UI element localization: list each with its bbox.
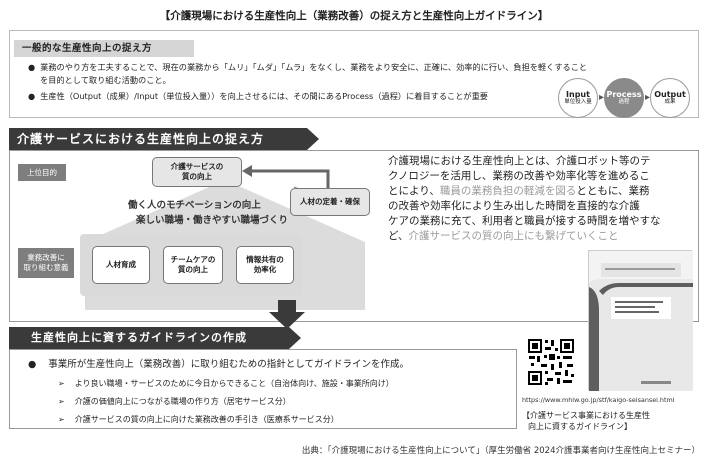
team-care-box: チームケアの 質の向上 (163, 246, 223, 284)
workplace-text: 楽しい職場・働きやすい職場づくり (136, 215, 289, 226)
general-productivity-title: 一般的な生産性向上の捉え方 (14, 40, 194, 57)
guideline-item-1: ➢より良い職場・サービスのために今日からできること（自治体向け、施設・事業所向け… (58, 379, 394, 388)
arrow-bullet-icon: ➢ (58, 379, 65, 388)
definition-line-1: 介護現場における生産性向上とは、介護ロボット等のテ (388, 155, 651, 167)
definition-line-6: ど、介護サービスの質の向上にも繋げていくこと (388, 230, 619, 242)
guideline-item-3: ➢介護サービスの質の向上に向けた業務改善の手引き（医療系サービス分） (58, 415, 339, 424)
staff-retention-box: 人材の定着・確保 (290, 188, 370, 216)
booklet-cover-art (589, 251, 693, 391)
bullet-1-line-1: 業務のやり方を工夫することで、現在の業務から「ムリ」「ムダ」「ムラ」をなくし、業… (40, 62, 588, 72)
process-sub-label: 過程 (618, 99, 630, 105)
feedback-arrow-icon (242, 165, 330, 189)
arrow-right-icon: ▸ (645, 92, 651, 103)
source-footer: 出典：「介護現場における生産性向上について」（厚生労働省 2024介護事業者向け… (301, 446, 700, 456)
input-circle: Input 単位投入量 (558, 78, 598, 118)
team-care-line-1: チームケアの (170, 255, 216, 264)
definition-line-4: の改善や効率化により生み出した時間を直接的な介護 (388, 200, 640, 212)
highlight-burden-reduction: 職員の業務負担の軽減を図る (439, 185, 577, 197)
definition-line-2: クノロジーを活用し、業務の改善や効率化等を進めるこ (388, 170, 650, 182)
improvement-significance-label: 業務改善に 取り組む意義 (18, 248, 74, 278)
process-circle: Process 過程 (604, 78, 644, 118)
guideline-section (9, 349, 517, 429)
banner-arrow-icon (307, 128, 319, 150)
down-arrow-icon (269, 300, 305, 329)
bullet-1-line-2: を目的として取り組む活動のこと。 (40, 75, 171, 85)
team-care-line-2: 質の向上 (178, 265, 208, 274)
bullet-1: ● 業務のやり方を工夫することで、現在の業務から「ムリ」「ムダ」「ムラ」をなくし、… (28, 61, 690, 74)
guideline-main: ● 事業所が生産性向上（業務改善）に取り組むための指針としてガイドラインを作成。 (28, 356, 508, 370)
input-label: Input (566, 90, 590, 99)
guideline-booklet-cover (588, 250, 693, 391)
info-sharing-line-1: 情報共有の (246, 255, 284, 264)
upper-purpose-label: 上位目的 (18, 164, 66, 181)
arrow-bullet-icon: ➢ (58, 415, 65, 424)
output-circle: Output 成果 (650, 78, 690, 118)
bullet-2: ● 生産性（Output（成果）/Input（単位投入量））を向上させるには、その… (28, 90, 548, 103)
guideline-item-2: ➢介護の価値向上につながる職場の作り方（居宅サービス分） (58, 397, 291, 406)
guideline-banner: 生産性向上に資するガイドラインの作成 (9, 327, 289, 349)
banner-arrow-icon (289, 327, 301, 349)
booklet-caption-line-2: 向上に資するガイドライン】 (528, 422, 632, 431)
booklet-caption: 【介護サービス事業における生産性 向上に資するガイドライン】 (522, 410, 702, 432)
bullet-dot-icon: ● (28, 359, 37, 370)
arrow-right-icon: ▸ (599, 92, 605, 103)
booklet-caption-line-1: 【介護サービス事業における生産性 (522, 411, 650, 420)
page-title: 【介護現場における生産性向上（業務改善）の捉え方と生産性向上ガイドライン】 (159, 10, 549, 22)
definition-line-5: ケアの業務に充て、利用者と職員が接する時間を増やすな (388, 215, 661, 227)
guideline-url[interactable]: https://www.mhlw.go.jp/stf/kaigo-seisans… (522, 396, 675, 404)
input-sub-label: 単位投入量 (564, 99, 592, 105)
output-label: Output (654, 90, 686, 99)
bullet-2-text: 生産性（Output（成果）/Input（単位投入量））を向上させるには、その間… (40, 91, 488, 101)
care-productivity-section (9, 150, 699, 322)
significance-line-2: 取り組む意義 (23, 263, 69, 272)
arrow-bullet-icon: ➢ (58, 397, 65, 406)
guideline-main-text: 事業所が生産性向上（業務改善）に取り組むための指針としてガイドラインを作成。 (48, 359, 410, 370)
service-quality-line-2: 質の向上 (182, 172, 212, 181)
definition-line-3: とにより、職員の業務負担の軽減を図るとともに、業務 (388, 185, 650, 197)
qr-code[interactable] (527, 338, 575, 386)
service-quality-box: 介護サービスの 質の向上 (152, 157, 242, 187)
motivation-text: 働く人のモチベーションの向上 (128, 200, 261, 211)
highlight-service-quality: 介護サービスの質の向上にも繋げていくこと (408, 230, 619, 242)
process-label: Process (606, 90, 642, 99)
general-productivity-section (9, 30, 699, 118)
care-productivity-banner: 介護サービスにおける生産性向上の捉え方 (9, 128, 307, 150)
significance-line-1: 業務改善に (27, 253, 65, 262)
hr-development-box: 人材育成 (92, 246, 150, 284)
service-quality-line-1: 介護サービスの (170, 162, 224, 171)
output-sub-label: 成果 (664, 99, 676, 105)
productivity-definition-text: 介護現場における生産性向上とは、介護ロボット等のテ クノロジーを活用し、業務の改… (388, 154, 688, 244)
info-sharing-line-2: 効率化 (253, 265, 277, 274)
bullet-dot-icon: ● (28, 62, 36, 72)
bullet-dot-icon: ● (28, 91, 36, 101)
info-sharing-box: 情報共有の 効率化 (236, 246, 294, 284)
